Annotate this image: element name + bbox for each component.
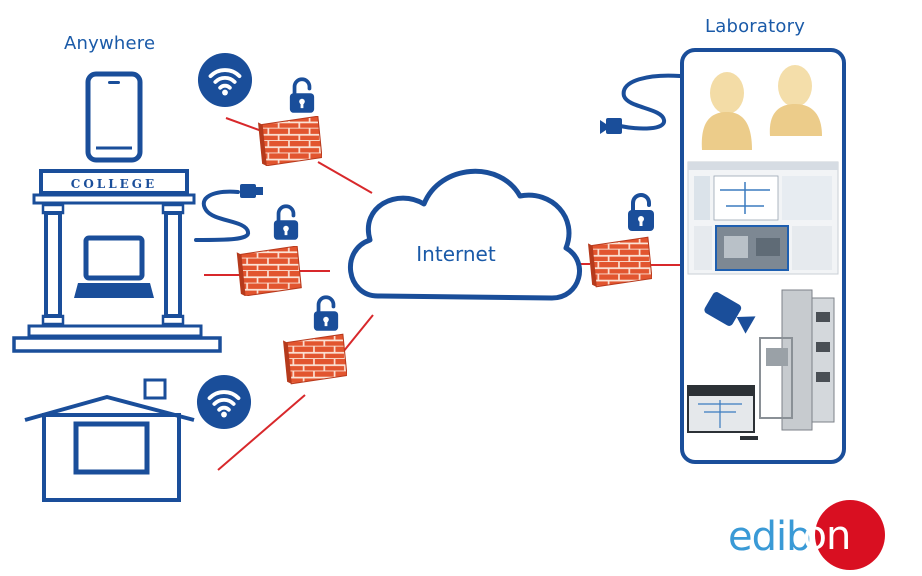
house-icon (24, 378, 195, 502)
lab-equipment-photo (687, 289, 835, 440)
lab-photo-busts (688, 58, 838, 154)
firewall-icon (258, 116, 322, 166)
wifi-icon (196, 374, 252, 430)
padlock-open-icon (312, 295, 340, 333)
laptop-icon (74, 235, 154, 298)
wifi-icon (197, 52, 253, 108)
logo-prefix: edib (728, 514, 812, 560)
college-sign: COLLEGE (71, 177, 157, 191)
anywhere-label: Anywhere (64, 33, 156, 54)
laboratory-label: Laboratory (705, 16, 806, 37)
padlock-open-icon (626, 193, 656, 233)
college-building (12, 169, 222, 353)
lab-software-screenshot (687, 161, 839, 275)
camera-icon (704, 292, 756, 334)
internet-label: Internet (416, 242, 496, 266)
padlock-open-icon (288, 77, 316, 115)
padlock-open-icon (272, 204, 300, 242)
firewall-icon (283, 333, 347, 385)
firewall-icon (236, 246, 302, 296)
tablet-icon (85, 71, 143, 163)
cloud-icon (347, 168, 582, 301)
firewall-icon (588, 236, 652, 288)
network-cable-icon (194, 184, 263, 242)
network-cable-icon (600, 73, 682, 134)
logo-badge: on (803, 500, 889, 572)
logo-suffix: on (802, 513, 852, 559)
